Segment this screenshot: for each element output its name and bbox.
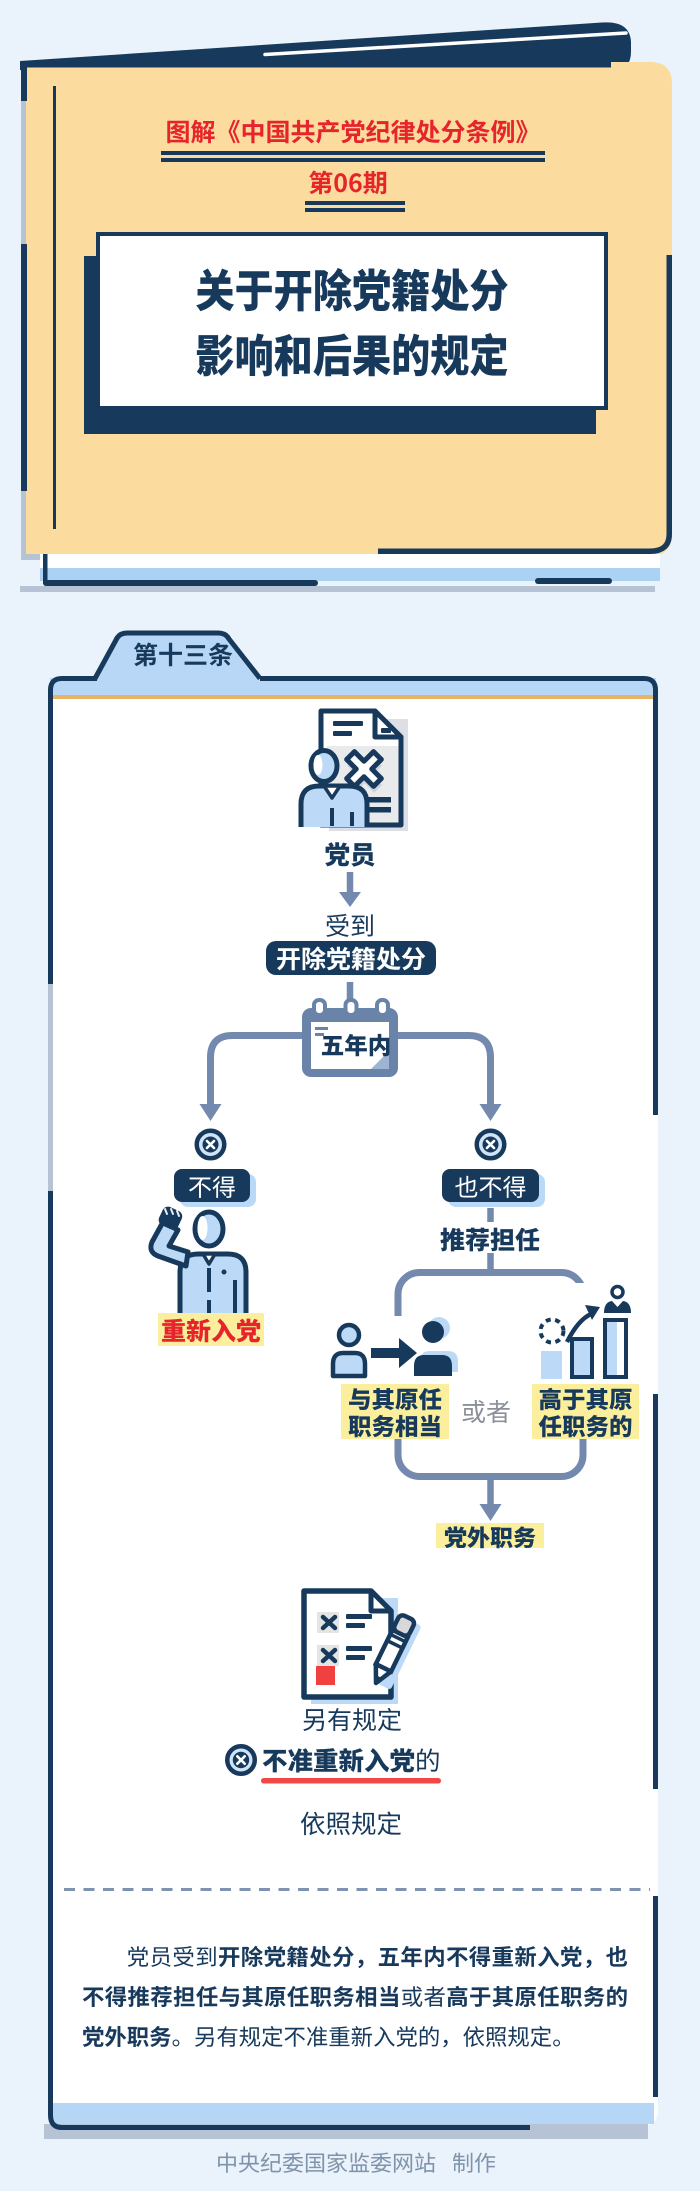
arrow-left-head xyxy=(199,1104,222,1121)
calendar-icon xyxy=(302,998,398,1077)
orange-rule xyxy=(52,695,653,699)
member-person xyxy=(298,748,370,827)
flow-right-no-box: 也不得 xyxy=(442,1168,539,1203)
promoted-person xyxy=(604,1284,631,1313)
flow-subject-label: 党员 xyxy=(324,835,376,872)
cover-top-border xyxy=(21,61,611,68)
cover-right-border xyxy=(378,255,672,554)
pages-left-border xyxy=(43,554,48,584)
exception-line3: 依照规定 xyxy=(299,1804,402,1841)
stem-to-calendar xyxy=(346,982,354,1004)
series-title-underline xyxy=(161,151,545,162)
pencil xyxy=(372,1613,417,1686)
quote-paragraph: 党员受到开除党籍处分，五年内不得重新入党，也不得推荐担任与其原任职务相当或者高于… xyxy=(82,1940,629,2052)
flow-option-a-label: 与其原任职务相当 xyxy=(341,1384,449,1439)
cover-inner-line xyxy=(53,86,56,529)
stem-recommend-2 xyxy=(487,1253,494,1270)
flow-right-action-label: 推荐担任 xyxy=(439,1221,540,1257)
crossed-circle-icon-right xyxy=(474,1128,507,1161)
crossed-circle-icon-left xyxy=(194,1128,227,1161)
tab-border xyxy=(92,630,262,681)
border-top-left xyxy=(48,676,97,984)
arrow-result-head xyxy=(479,1504,502,1521)
issue-label: 第06期 xyxy=(308,164,388,200)
flow-period-label: 五年内 xyxy=(320,1027,392,1061)
red-underline xyxy=(261,1778,441,1784)
cover-title-box xyxy=(96,232,608,410)
flow-connectors xyxy=(199,872,502,1521)
exception-line2: 不准重新入党的 xyxy=(262,1747,441,1773)
flow-receive-label: 受到 xyxy=(324,907,375,943)
exception-emphasis: 不准重新入党 xyxy=(262,1741,416,1778)
stem-result xyxy=(487,1476,494,1506)
flow-option-b-label: 高于其原任职务的 xyxy=(532,1384,639,1439)
bottom-strip xyxy=(53,2103,654,2124)
option-b-line1: 高于其原 xyxy=(538,1380,633,1415)
arrow-subject-stem xyxy=(346,872,354,894)
exception-suffix: 的 xyxy=(415,1741,441,1778)
option-a-line2: 职务相当 xyxy=(348,1407,442,1442)
arrow-subject-head xyxy=(339,892,361,907)
pledge-person-icon xyxy=(148,1206,249,1315)
flow-left-no-box: 不得 xyxy=(174,1168,250,1203)
exception-line1: 另有规定 xyxy=(301,1701,402,1737)
person-transfer-icon xyxy=(326,1316,470,1384)
page-strip-white xyxy=(40,554,660,568)
arrow-right-head xyxy=(479,1104,502,1121)
top-strip xyxy=(50,678,656,695)
option-a-line1: 与其原任 xyxy=(348,1380,442,1415)
flow-result-label: 党外职务 xyxy=(436,1519,544,1553)
promotion-bars-icon xyxy=(528,1283,648,1384)
series-title: 图解《中国共产党纪律处分条例》 xyxy=(165,113,541,149)
book-pages xyxy=(20,554,660,592)
flow-left-action-label: 重新入党 xyxy=(158,1312,264,1348)
pages-shadow xyxy=(20,586,655,592)
option-b-line2: 任职务的 xyxy=(538,1407,633,1442)
member-revoked-document-icon xyxy=(298,708,408,831)
cover-left-grey-seg2 xyxy=(21,491,26,554)
footer-credit: 中央纪委国家监委网站 制作 xyxy=(216,2146,496,2178)
issue-underline xyxy=(305,201,405,212)
crossed-circle-icon-exception xyxy=(225,1744,257,1776)
border-top-right xyxy=(260,676,658,1115)
tab-fill xyxy=(95,633,262,680)
border-left-bottom xyxy=(48,1191,530,2130)
cover-corner-grey xyxy=(21,554,45,560)
article-tab-label: 第十三条 xyxy=(132,636,233,672)
cover-left-grey-seg1 xyxy=(21,101,26,244)
flow-sanction-pill: 开除党籍处分 xyxy=(266,940,436,976)
cover-title-line1: 关于开除党籍处分 xyxy=(195,255,509,320)
cover-title-line2: 影响和后果的规定 xyxy=(195,320,509,385)
book-cover-band xyxy=(20,22,631,71)
document-pencil-icon xyxy=(301,1588,421,1704)
stem-recommend-1 xyxy=(487,1208,494,1222)
flow-or-label: 或者 xyxy=(460,1393,511,1429)
page-strip-blue xyxy=(40,568,660,581)
